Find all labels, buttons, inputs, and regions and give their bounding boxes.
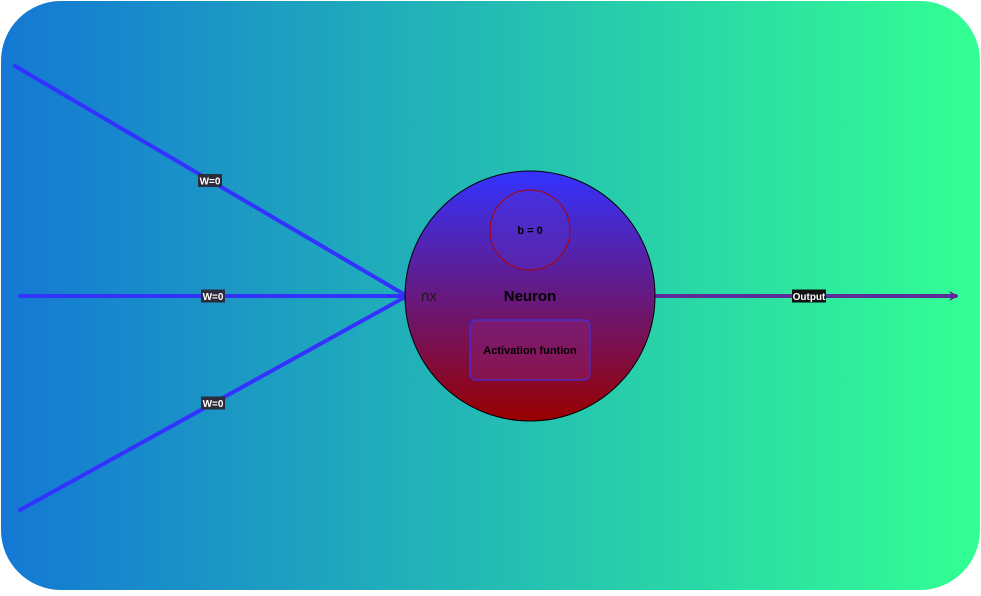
activation-function-box <box>469 319 591 381</box>
weight-label-1-text: W=0 <box>200 177 221 188</box>
weight-label-3: W=0 <box>201 396 225 410</box>
weight-label-1: W=0 <box>198 174 222 188</box>
neuron-body <box>404 170 656 422</box>
bias-label: b = 0 <box>517 225 542 237</box>
weight-label-3-text: W=0 <box>203 399 224 410</box>
weight-label-2: W=0 <box>201 289 225 303</box>
output-label: Output <box>792 289 826 303</box>
activation-function-label: Activation funtion <box>483 345 577 357</box>
sum-label: nx <box>421 288 437 305</box>
weight-label-2-text: W=0 <box>203 292 224 303</box>
bias-node <box>489 189 571 271</box>
output-label-text: Output <box>793 292 826 303</box>
neuron-title: Neuron <box>504 288 557 305</box>
